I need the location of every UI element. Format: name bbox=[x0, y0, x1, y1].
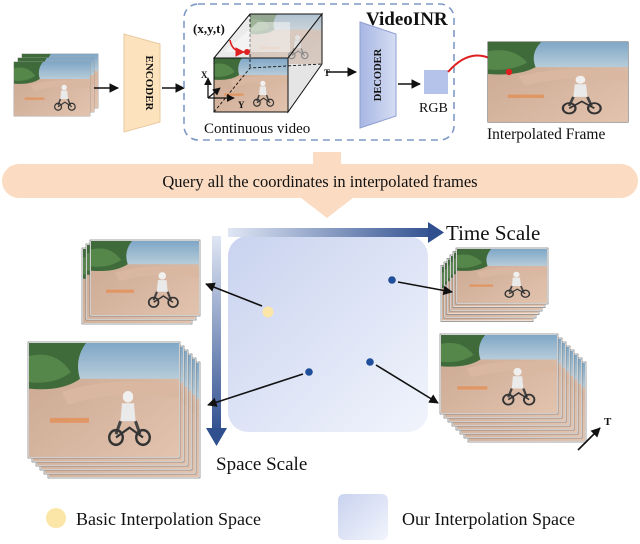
axes bbox=[204, 77, 235, 102]
legend-basic-swatch bbox=[46, 508, 66, 528]
decoder-label: DECODER bbox=[373, 48, 384, 101]
output-stack-basic bbox=[81, 239, 201, 325]
interpolated-frame bbox=[487, 41, 629, 123]
rgb-label: RGB bbox=[419, 101, 448, 116]
output-t-label: T bbox=[604, 416, 612, 428]
time-scale-label: Time Scale bbox=[446, 221, 540, 245]
legend-ours-label: Our Interpolation Space bbox=[402, 509, 575, 529]
space-query-dot bbox=[305, 368, 313, 376]
time-scale-arrowhead bbox=[428, 222, 444, 243]
interpolated-frame-label: Interpolated Frame bbox=[487, 126, 605, 143]
stacked-frame-image bbox=[91, 241, 199, 315]
time-dot-arrow bbox=[397, 281, 453, 296]
coordinate-label: (x,y,t) bbox=[193, 21, 225, 36]
space-time-dot-arrow bbox=[375, 364, 439, 404]
space-scale-label: Space Scale bbox=[216, 454, 307, 475]
stacked-frame-image bbox=[29, 343, 179, 457]
legend-ours-swatch bbox=[338, 494, 388, 540]
videoinr-dashed-box bbox=[183, 3, 455, 141]
stacked-frame-image bbox=[457, 249, 547, 303]
axis-t-label: T bbox=[324, 68, 330, 78]
legend-basic-label: Basic Interpolation Space bbox=[76, 509, 261, 529]
space-scale-arrow-shaft bbox=[212, 236, 221, 434]
coordinate-arrow bbox=[229, 39, 245, 57]
our-interpolation-space bbox=[228, 236, 428, 432]
time-scale-arrow-shaft bbox=[228, 228, 436, 237]
stacked-frame-image bbox=[441, 335, 557, 413]
axis-x-label: X bbox=[201, 70, 208, 80]
encoder-block: ENCODER bbox=[123, 33, 161, 133]
continuous-video-cube bbox=[212, 12, 324, 114]
output-stack-space bbox=[27, 341, 201, 479]
space-scale-arrowhead bbox=[206, 428, 227, 446]
space-dot-arrow bbox=[207, 373, 304, 407]
videoinr-title: VideoINR bbox=[366, 9, 448, 30]
query-banner bbox=[2, 164, 638, 198]
input-frames bbox=[13, 53, 99, 117]
continuous-video-label: Continuous video bbox=[204, 121, 310, 137]
basic-query-dot bbox=[262, 306, 274, 318]
output-stack-space-time bbox=[439, 333, 587, 443]
decoder-block: DECODER bbox=[359, 21, 397, 129]
encoder-label: ENCODER bbox=[143, 55, 155, 111]
axis-y-label: Y bbox=[238, 100, 245, 110]
time-query-dot bbox=[388, 276, 396, 284]
query-point bbox=[244, 49, 250, 55]
output-t-arrow bbox=[577, 427, 601, 451]
output-stack-time bbox=[440, 247, 549, 322]
space-time-query-dot bbox=[366, 358, 374, 366]
basic-dot-arrow bbox=[205, 282, 263, 307]
rgb-square bbox=[424, 70, 448, 94]
query-banner-text: Query all the coordinates in interpolate… bbox=[162, 172, 477, 191]
